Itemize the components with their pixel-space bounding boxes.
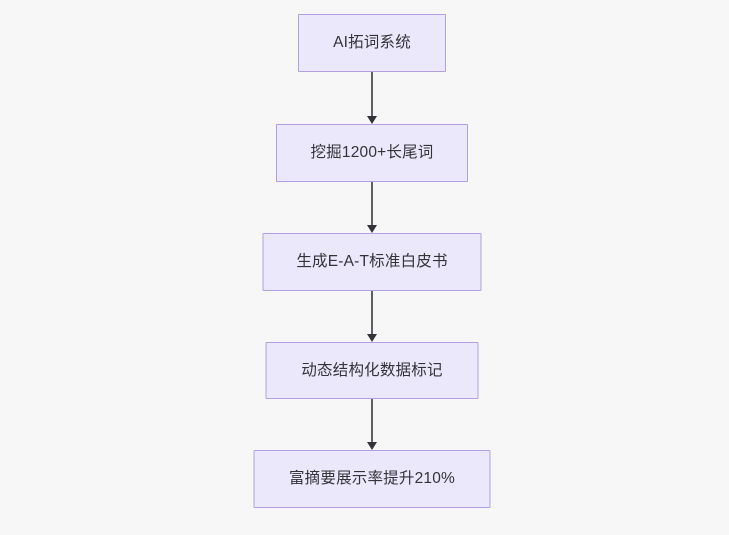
- flow-edge-n4-n5: [365, 399, 379, 450]
- flow-node-rich-snippet-rate-increase[interactable]: 富摘要展示率提升210%: [253, 450, 491, 508]
- edge-line: [371, 399, 373, 443]
- edge-line: [371, 72, 373, 117]
- arrowhead-icon: [366, 225, 377, 233]
- flow-node-label: 生成E-A-T标准白皮书: [296, 253, 448, 271]
- flow-node-label: 挖掘1200+长尾词: [310, 144, 434, 162]
- flow-node-label: 动态结构化数据标记: [301, 361, 443, 379]
- arrowhead-icon: [366, 442, 377, 450]
- flow-node-dynamic-structured-data-markup[interactable]: 动态结构化数据标记: [265, 342, 479, 399]
- flow-edge-n2-n3: [365, 182, 379, 233]
- arrowhead-icon: [366, 334, 377, 342]
- flow-node-mine-longtail-keywords[interactable]: 挖掘1200+长尾词: [276, 124, 468, 182]
- flow-edge-n1-n2: [365, 72, 379, 124]
- flow-node-label: AI拓词系统: [333, 34, 411, 52]
- flow-edge-n3-n4: [365, 291, 379, 342]
- edge-line: [371, 291, 373, 335]
- flow-node-generate-eat-whitepaper[interactable]: 生成E-A-T标准白皮书: [262, 233, 482, 291]
- flow-node-ai-keyword-system[interactable]: AI拓词系统: [298, 14, 446, 72]
- flow-node-label: 富摘要展示率提升210%: [288, 470, 456, 488]
- arrowhead-icon: [366, 116, 377, 124]
- edge-line: [371, 182, 373, 226]
